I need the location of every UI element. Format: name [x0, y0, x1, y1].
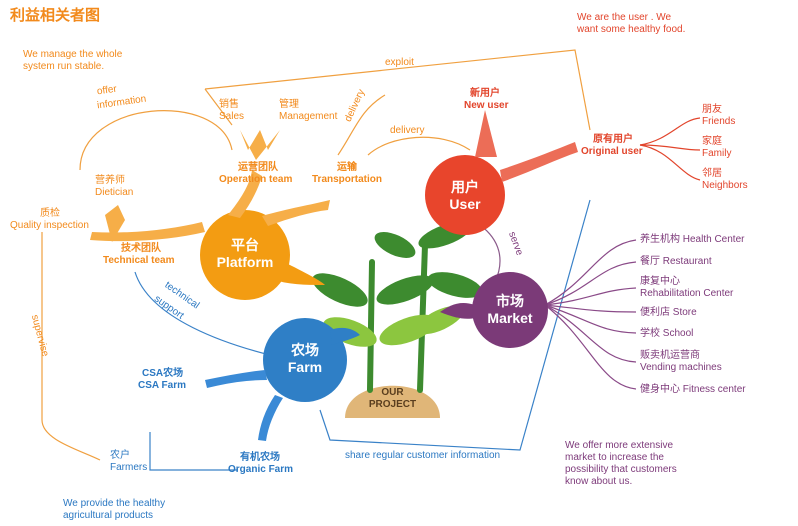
market-note-line1: We offer more extensive: [565, 440, 674, 451]
farmers-en: Farmers: [110, 462, 148, 473]
quality-inspection-en: Quality inspection: [10, 220, 89, 231]
user-arrows: [475, 110, 578, 182]
user-note-line2: want some healthy food.: [577, 24, 686, 35]
market-item-rehab-cn: 康复中心: [640, 276, 680, 287]
technical-team-cn: 技术团队: [121, 243, 161, 254]
delivery-arc: [367, 136, 471, 156]
new-user-cn: 新用户: [470, 88, 500, 99]
project-label-line2: PROJECT: [368, 399, 417, 410]
market-item-vending-cn: 贩卖机运营商: [640, 350, 700, 361]
user-branches: [639, 117, 701, 181]
operation-team-cn: 运营团队: [238, 162, 278, 173]
farm-label-en: Farm: [287, 358, 323, 375]
platform-label-cn: 平台: [231, 237, 259, 253]
market-item-health-center: 养生机构 Health Center: [640, 234, 745, 245]
farm-tail: [330, 327, 360, 345]
exploit-line: [204, 49, 591, 131]
friends-en: Friends: [702, 116, 736, 127]
plant-leaves: [312, 221, 483, 347]
farm-circle: [263, 318, 347, 402]
farm-note-line2: agricultural products: [63, 510, 154, 521]
farm-bottom-line: [149, 432, 238, 471]
user-label-cn: 用户: [451, 179, 479, 195]
market-tail: [440, 302, 475, 319]
market-label-en: Market: [487, 309, 533, 326]
market-item-fitness: 健身中心 Fitness center: [640, 384, 746, 395]
user-circle: [425, 155, 505, 235]
original-user-cn: 原有用户: [593, 134, 633, 145]
user-note-line1: We are the user . We: [577, 12, 672, 23]
supervise-line: [41, 232, 101, 461]
serve-line: [479, 224, 501, 283]
farmers-cn: 农户: [110, 450, 130, 461]
share-info-line: [319, 199, 591, 451]
original-user-en: Original user: [581, 146, 643, 157]
new-user-en: New user: [464, 100, 509, 111]
platform-label: 平台 Platform: [205, 237, 285, 271]
farm-label: 农场 Farm: [270, 342, 340, 376]
market-label: 市场 Market: [475, 293, 545, 327]
quality-inspection-cn: 质检: [40, 208, 60, 219]
user-label-en: User: [449, 195, 481, 212]
csa-farm-cn: CSA农场: [142, 368, 184, 379]
neighbors-cn: 邻居: [702, 168, 722, 179]
platform-circle: [200, 210, 290, 300]
platform-note-line1: We manage the whole: [23, 49, 123, 60]
delivery-label: delivery: [390, 125, 425, 136]
soil-mound: [345, 385, 440, 418]
farm-arrows: [205, 370, 283, 441]
technical-support-line: [134, 271, 271, 356]
market-note-line3: possibility that customers: [565, 464, 677, 475]
sales-en: Sales: [219, 111, 245, 122]
market-item-store: 便利店 Store: [640, 307, 697, 318]
diagram-title: 利益相关者图: [10, 7, 101, 24]
management-cn: 管理: [279, 99, 299, 110]
technical-team-en: Technical team: [103, 255, 175, 266]
csa-farm-en: CSA Farm: [138, 380, 186, 391]
market-item-vending-en: Vending machines: [640, 362, 722, 373]
market-item-restaurant: 餐厅 Restaurant: [640, 256, 712, 267]
organic-farm-en: Organic Farm: [228, 464, 294, 475]
transportation-en: Transportation: [312, 174, 383, 185]
organic-farm-cn: 有机农场: [240, 452, 280, 463]
friends-cn: 朋友: [702, 104, 722, 115]
neighbors-en: Neighbors: [702, 180, 748, 191]
market-item-school: 学校 School: [640, 328, 694, 339]
family-en: Family: [702, 148, 732, 159]
market-label-cn: 市场: [496, 293, 524, 309]
offer-information-arc: [79, 110, 233, 171]
market-item-rehab-en: Rehabilitation Center: [640, 288, 734, 299]
share-info-label: share regular customer information: [345, 450, 501, 461]
market-note-line2: market to increase the: [565, 452, 664, 463]
exploit-left-line: [204, 88, 233, 126]
project-label: OUR PROJECT: [355, 387, 430, 411]
market-circle: [472, 272, 548, 348]
operation-team-en: Operation team: [219, 174, 293, 185]
user-label: 用户 User: [430, 179, 500, 213]
transportation-cn: 运输: [337, 162, 357, 173]
farm-label-cn: 农场: [291, 342, 319, 358]
dietician-cn: 营养师: [95, 175, 125, 186]
market-branches: [544, 239, 637, 390]
platform-arrows: [90, 130, 330, 242]
project-label-line1: OUR: [381, 387, 404, 398]
delivery-vertical-line: [337, 94, 386, 156]
sales-cn: 销售: [219, 99, 239, 110]
farm-note-line1: We provide the healthy: [63, 498, 166, 509]
management-en: Management: [279, 111, 338, 122]
dietician-en: Dietician: [95, 187, 134, 198]
platform-note-line2: system run stable.: [23, 61, 105, 72]
platform-label-en: Platform: [216, 253, 274, 270]
exploit-label: exploit: [385, 57, 414, 68]
family-cn: 家庭: [702, 136, 722, 147]
market-note-line4: know about us.: [565, 476, 633, 487]
